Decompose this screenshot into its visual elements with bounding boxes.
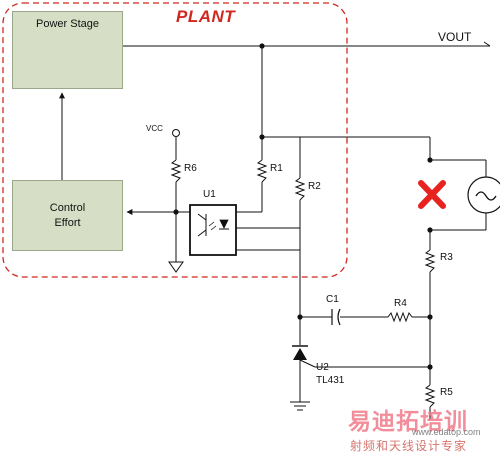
r4-resistor-icon — [387, 311, 413, 323]
watermark-slogan: 射频和天线设计专家 — [350, 439, 468, 453]
watermark-brand: 易迪拓培训 — [348, 408, 468, 434]
ground-icon — [168, 261, 184, 273]
u1-label: U1 — [203, 189, 216, 200]
r3-label: R3 — [440, 252, 453, 263]
control-effort-block: Control Effort — [12, 180, 123, 251]
r6-resistor-icon — [170, 159, 182, 183]
junction-dots — [173, 43, 433, 370]
watermark-url: www.edatop.com — [412, 427, 481, 437]
u2-part-label: TL431 — [316, 375, 345, 386]
plant-label: PLANT — [176, 7, 236, 26]
resistors — [170, 159, 436, 408]
optocoupler-icon — [189, 204, 237, 256]
ground-icon — [290, 401, 310, 411]
r5-resistor-icon — [424, 384, 436, 408]
vcc-label: VCC — [146, 124, 163, 133]
r2-resistor-icon — [294, 177, 306, 201]
r1-label: R1 — [270, 163, 283, 174]
r1-resistor-icon — [256, 159, 268, 183]
c1-label: C1 — [326, 294, 339, 305]
power-stage-block: Power Stage — [12, 11, 123, 89]
r4-label: R4 — [394, 298, 407, 309]
r6-label: R6 — [184, 163, 197, 174]
vcc-terminal-icon — [172, 129, 180, 137]
control-effort-label-line1: Control — [49, 202, 86, 214]
r2-label: R2 — [308, 181, 321, 192]
ac-source-icon — [467, 176, 500, 214]
plant-boundary — [2, 2, 348, 278]
r3-resistor-icon — [424, 249, 436, 273]
control-effort-label-line2: Effort — [54, 217, 81, 229]
vout-label: VOUT — [438, 30, 472, 44]
c1-capacitor-icon — [331, 308, 341, 326]
wires — [59, 41, 491, 420]
zener-icon — [292, 345, 316, 368]
cross-mark-icon — [418, 180, 446, 209]
power-stage-label: Power Stage — [36, 18, 99, 30]
r5-label: R5 — [440, 387, 453, 398]
u2-label: U2 — [316, 362, 329, 373]
